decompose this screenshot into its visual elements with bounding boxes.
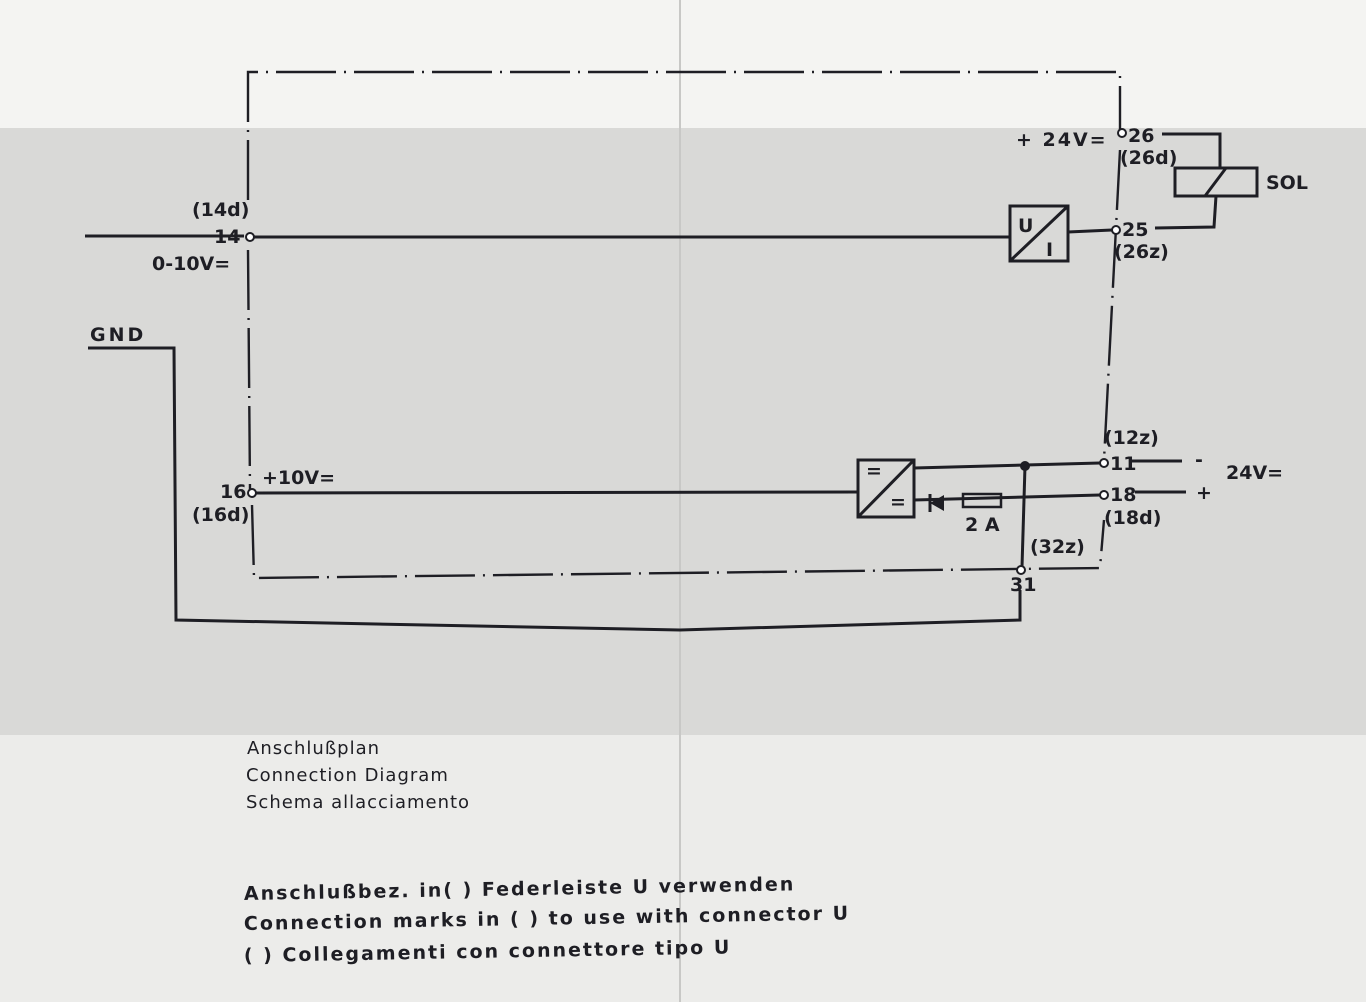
label-26: 26 [1128, 125, 1154, 147]
label-12z: (12z) [1104, 427, 1159, 449]
solenoid-circuit [1117, 128, 1259, 230]
diagram-title: Anschlußplan Connection Diagram Schema a… [246, 738, 470, 813]
label-25: 25 [1122, 219, 1148, 241]
dcdc-converter-block: = = [856, 458, 916, 519]
label-16d: (16d) [192, 504, 249, 526]
label-11: 11 [1110, 453, 1136, 475]
ui-converter-block: U I [1008, 204, 1070, 263]
ui-converter-u: U [1018, 215, 1033, 237]
title-it: Schema allacciamento [246, 792, 470, 813]
dcdc-bottom: = [890, 491, 906, 513]
paper-middle-band [0, 128, 1366, 738]
label-31: 31 [1010, 574, 1036, 596]
module-enclosure [246, 70, 1122, 580]
ui-converter-i: I [1046, 239, 1053, 261]
supply-wires [913, 458, 1186, 575]
diode-icon [930, 495, 944, 511]
label-minus: - [1195, 449, 1203, 471]
paper-bottom-band [0, 735, 1366, 1002]
label-sol: SOL [1266, 172, 1308, 194]
title-de: Anschlußplan [247, 738, 380, 759]
label-plus: + [1196, 482, 1212, 504]
label-gnd: GND [90, 324, 146, 346]
label-14d: (14d) [192, 199, 249, 221]
fuse-icon [961, 492, 1003, 509]
label-16: 16 [220, 481, 246, 503]
gnd-wire [88, 346, 1022, 632]
dcdc-top: = [866, 460, 882, 482]
label-26d: (26d) [1120, 147, 1177, 169]
label-32z: (32z) [1030, 536, 1085, 558]
reference-wire [247, 488, 859, 498]
label-ref-voltage: +10V= [262, 467, 335, 489]
label-supply-right: 24V= [1226, 462, 1283, 484]
label-18d: (18d) [1104, 507, 1161, 529]
label-input-voltage: 0-10V= [152, 253, 230, 275]
label-supply-top: + 24V= [1016, 129, 1108, 151]
title-en: Connection Diagram [246, 765, 449, 786]
label-18: 18 [1110, 484, 1136, 506]
label-14: 14 [214, 226, 240, 248]
input-wire [85, 225, 1121, 242]
label-fuse: 2 A [965, 514, 1000, 536]
paper-top-band [0, 0, 1366, 130]
label-26z: (26z) [1114, 241, 1169, 263]
